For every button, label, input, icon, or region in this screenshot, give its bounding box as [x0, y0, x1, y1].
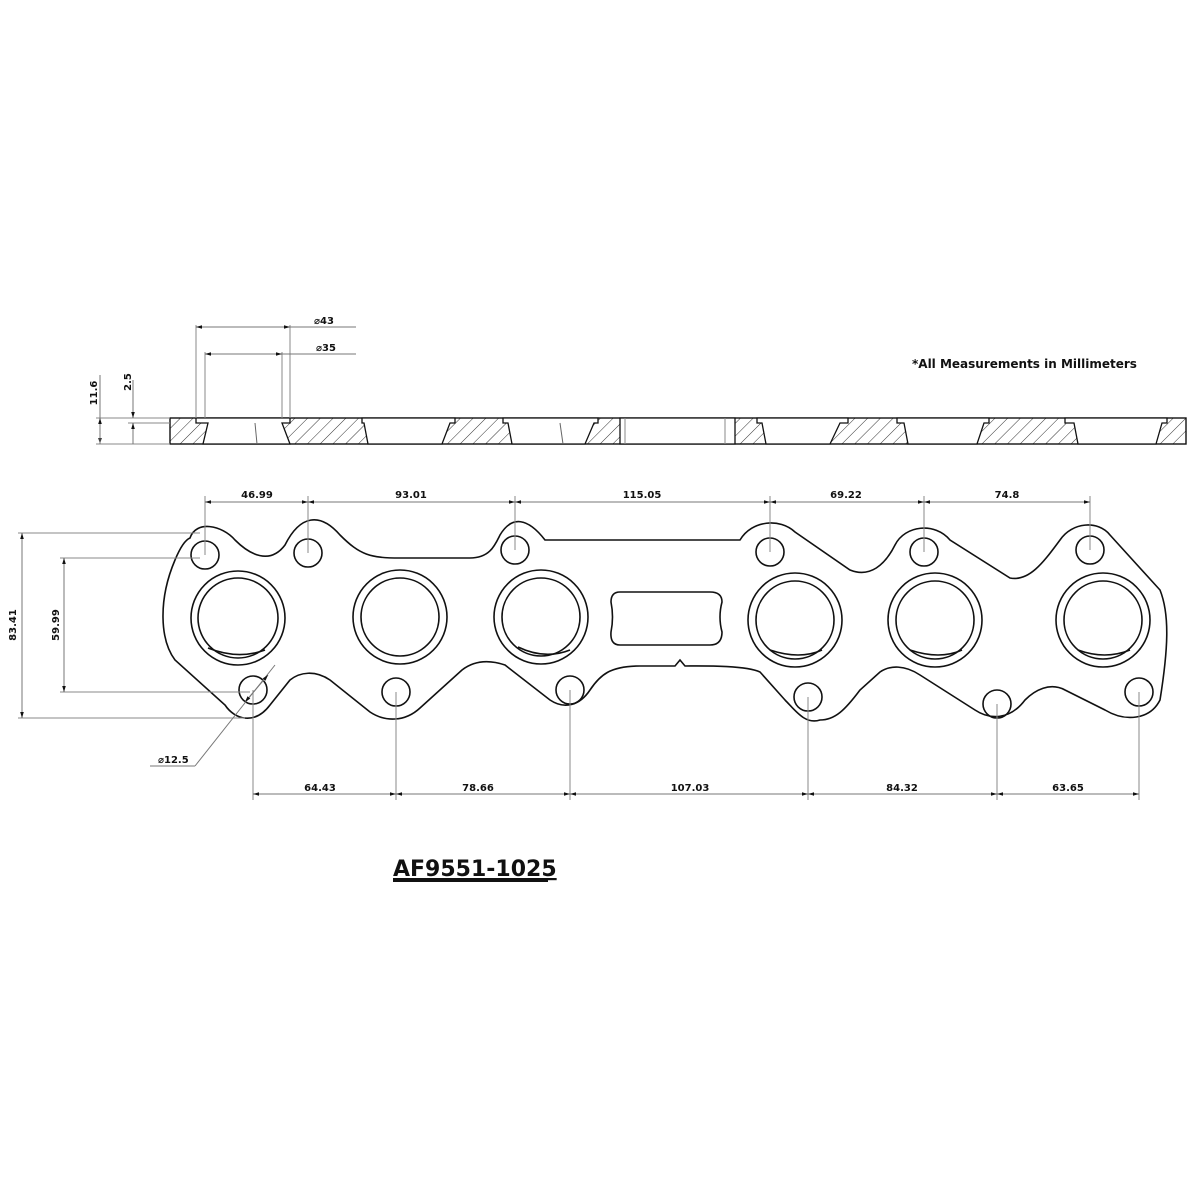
measurement-units-note: *All Measurements in Millimeters	[912, 357, 1137, 371]
bolt-hole-diameter-callout: ⌀12.5	[150, 664, 276, 767]
bolt-hole-diameter-label: ⌀12.5	[158, 755, 189, 766]
overall-height-label: 83.41	[8, 609, 19, 641]
section-view: ⌀43 ⌀35 11.6 2.5	[89, 316, 1187, 445]
dim-top-4: 69.22	[830, 490, 862, 501]
dim-bottom-4: 84.32	[886, 783, 918, 794]
dim-top-1: 46.99	[241, 490, 273, 501]
dim-bottom-1: 64.43	[304, 783, 336, 794]
vertical-dimensions: 83.41 59.99	[8, 532, 250, 719]
plan-view: 46.99 93.01 115.05 69.22 74.8 64.43 78.6…	[8, 490, 1168, 800]
port-inner-diameter-label: ⌀35	[316, 343, 336, 354]
part-number: AF9551-1025	[393, 857, 557, 882]
gasket-outline	[162, 519, 1168, 722]
dim-top-2: 93.01	[395, 490, 427, 501]
dim-bottom-2: 78.66	[462, 783, 494, 794]
dim-top-3: 115.05	[623, 490, 662, 501]
dim-bottom-3: 107.03	[671, 783, 710, 794]
bottom-dimension-chain: 64.43 78.66 107.03 84.32 63.65	[252, 690, 1140, 800]
dim-bottom-5: 63.65	[1052, 783, 1084, 794]
top-dimension-chain: 46.99 93.01 115.05 69.22 74.8	[204, 490, 1091, 555]
counterbore-depth-label: 2.5	[123, 373, 134, 391]
bolt-holes	[190, 535, 1154, 719]
exhaust-ports	[190, 569, 1151, 668]
total-thickness-label: 11.6	[89, 381, 100, 406]
bolt-vertical-spacing-label: 59.99	[51, 609, 62, 641]
dim-top-5: 74.8	[995, 490, 1020, 501]
center-slot	[610, 591, 723, 646]
port-outer-diameter-label: ⌀43	[314, 316, 334, 327]
